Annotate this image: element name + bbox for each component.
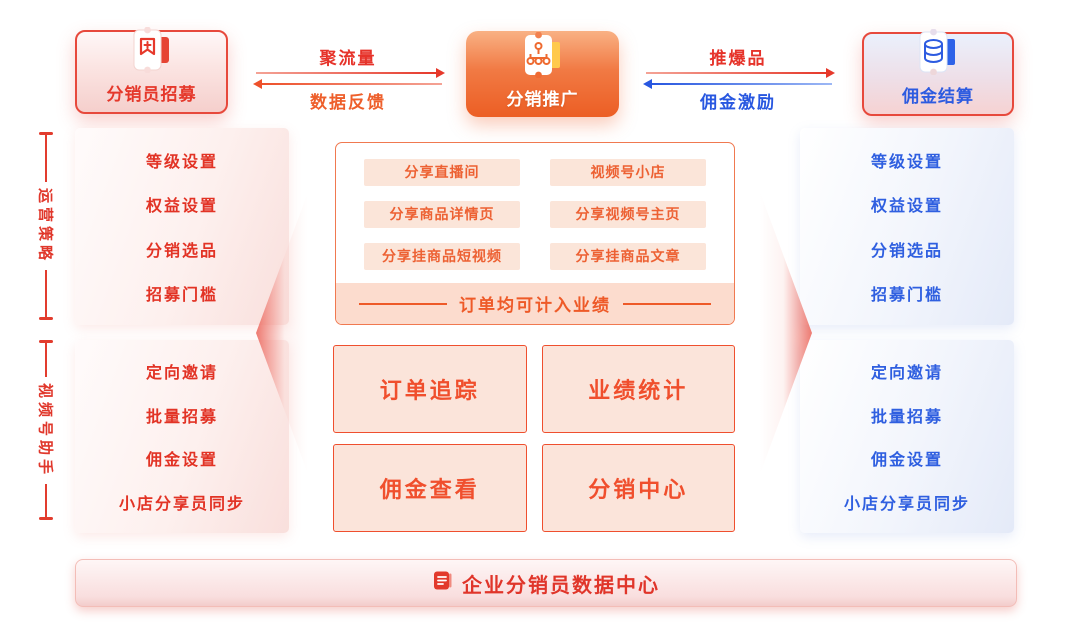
strategy-side-label: 运营策略 — [36, 188, 54, 265]
strategy-bracket: 运营策略 — [34, 132, 58, 321]
traffic-arrowhead-icon — [436, 68, 445, 78]
bracket-line — [45, 343, 47, 377]
panel-item: 佣金设置 — [870, 452, 943, 470]
bracket-cap — [39, 317, 53, 321]
share-chip: 视频号小店 — [550, 159, 706, 186]
settle-ticket-icon — [913, 28, 963, 80]
traffic-arrow-line — [256, 72, 436, 74]
panel-item: 等级设置 — [870, 154, 943, 172]
bracket-cap — [39, 132, 53, 135]
promote-box: 分销推广 — [466, 31, 619, 117]
left-strategy-panel: 等级设置 权益设置 分销选品 招募门槛 — [75, 128, 289, 325]
feature-card-commission-view: 佣金查看 — [333, 444, 527, 532]
panel-item: 招募门槛 — [870, 286, 943, 304]
feature-card-distribution-center: 分销中心 — [541, 444, 735, 532]
share-chip: 分享视频号主页 — [550, 201, 706, 228]
traffic-arrow-label: 聚流量 — [319, 49, 377, 68]
hot-item-arrow-line — [646, 72, 826, 74]
recruit-ticket-icon — [127, 26, 177, 78]
data-center-bar: 企业分销员数据中心 — [75, 559, 1017, 607]
feedback-arrow-label: 数据反馈 — [310, 93, 386, 112]
feature-card-performance-stats: 业绩统计 — [541, 345, 735, 433]
panel-item: 等级设置 — [145, 154, 218, 172]
feedback-arrowhead-icon — [253, 79, 262, 89]
share-chip: 分享挂商品短视频 — [364, 243, 520, 270]
share-chip: 分享商品详情页 — [364, 201, 520, 228]
feedback-arrow-line — [262, 83, 442, 85]
incentive-arrow-line — [652, 83, 832, 85]
assistant-side-label: 视频号助手 — [36, 382, 54, 478]
panel-item: 批量招募 — [145, 408, 218, 426]
bracket-line — [45, 270, 47, 318]
incentive-arrow-label: 佣金激励 — [700, 93, 776, 112]
banner-dash — [623, 302, 711, 305]
performance-banner-label: 订单均可计入业绩 — [459, 296, 611, 315]
share-chip: 分享挂商品文章 — [550, 243, 706, 270]
panel-item: 分销选品 — [870, 242, 943, 260]
panel-item: 批量招募 — [870, 408, 943, 426]
share-chip: 分享直播间 — [364, 159, 520, 186]
recruit-box-label: 分销员招募 — [106, 85, 197, 104]
panel-item: 定向邀请 — [870, 365, 943, 383]
right-strategy-panel: 等级设置 权益设置 分销选品 招募门槛 — [800, 128, 1014, 325]
panel-item: 定向邀请 — [145, 365, 218, 383]
panel-item: 小店分享员同步 — [843, 495, 970, 513]
left-assistant-panel: 定向邀请 批量招募 佣金设置 小店分享员同步 — [75, 340, 289, 533]
hot-item-arrow-label: 推爆品 — [709, 49, 767, 68]
bracket-line — [45, 483, 47, 518]
bracket-line — [45, 135, 47, 182]
share-scenarios-panel: 分享直播间 视频号小店 分享商品详情页 分享视频号主页 分享挂商品短视频 分享挂… — [335, 142, 735, 325]
promote-box-label: 分销推广 — [506, 90, 579, 109]
incentive-arrowhead-icon — [643, 79, 652, 89]
settle-box: 佣金结算 — [862, 28, 1014, 116]
hot-item-arrowhead-icon — [826, 68, 835, 78]
panel-item: 权益设置 — [870, 198, 943, 216]
right-assistant-panel: 定向邀请 批量招募 佣金设置 小店分享员同步 — [800, 340, 1014, 533]
report-icon — [432, 570, 453, 596]
feature-card-order-tracking: 订单追踪 — [333, 345, 527, 433]
bracket-cap — [39, 340, 53, 343]
panel-item: 小店分享员同步 — [118, 495, 245, 513]
panel-item: 佣金设置 — [145, 452, 218, 470]
panel-item: 招募门槛 — [145, 286, 218, 304]
bracket-cap — [39, 517, 53, 521]
assistant-bracket: 视频号助手 — [34, 340, 58, 521]
feature-card-grid: 订单追踪 业绩统计 佣金查看 分销中心 — [333, 345, 735, 532]
recruit-box: 分销员招募 — [75, 26, 228, 114]
data-center-title: 企业分销员数据中心 — [462, 574, 660, 597]
panel-item: 分销选品 — [145, 242, 218, 260]
share-chip-grid: 分享直播间 视频号小店 分享商品详情页 分享视频号主页 分享挂商品短视频 分享挂… — [336, 143, 734, 283]
banner-dash — [359, 302, 447, 305]
promote-ticket-icon — [518, 31, 568, 83]
panel-item: 权益设置 — [145, 198, 218, 216]
settle-box-label: 佣金结算 — [902, 87, 974, 106]
performance-banner: 订单均可计入业绩 — [336, 283, 734, 324]
